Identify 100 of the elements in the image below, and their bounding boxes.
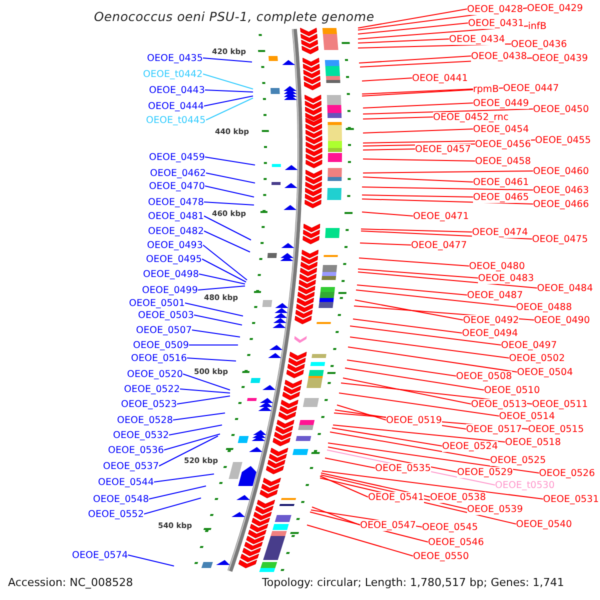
leader-line	[144, 498, 202, 514]
gene-label: OEOE_0478	[148, 196, 204, 208]
gene-label: OEOE_0463	[533, 184, 589, 196]
leader-line	[362, 198, 534, 204]
gene-label: OEOE_0540	[516, 518, 572, 530]
leader-line	[128, 554, 174, 566]
gene-label: OEOE_0474	[472, 226, 528, 238]
leader-line	[358, 56, 472, 64]
gene-label: OEOE_0465	[473, 192, 529, 202]
gene-label: OEOE_0497	[501, 340, 557, 350]
gene-label: OEOE_0511	[532, 398, 588, 410]
gene-label: OEOE_0482	[148, 226, 204, 236]
gene-label: OEOE_0504	[517, 366, 573, 378]
gene-label: OEOE_0522	[124, 384, 180, 394]
gene-label: OEOE_0428	[467, 4, 523, 14]
leader-line	[354, 300, 464, 320]
gene-label: OEOE_0501	[129, 298, 185, 308]
gene-label: OEOE_0523	[121, 398, 177, 410]
leader-line	[202, 258, 246, 282]
gene-label: OEOE_0436	[511, 38, 567, 50]
gene-label: OEOE_0494	[462, 328, 518, 338]
leader-line	[202, 244, 248, 280]
leader-line	[188, 344, 238, 346]
leader-line	[322, 470, 544, 500]
leader-line	[328, 442, 540, 474]
leader-line	[194, 314, 242, 326]
leader-line	[362, 186, 534, 190]
gene-label: OEOE_0525	[490, 454, 546, 466]
leader-line	[362, 158, 476, 162]
leader-line	[362, 128, 474, 134]
gene-label: OEOE_0539	[467, 504, 523, 514]
leader-line	[348, 346, 518, 372]
gene-label: OEOE_0507	[136, 324, 192, 336]
leader-line	[320, 476, 368, 498]
gene-label: OEOE_0518	[505, 436, 561, 448]
gene-label: OEOE_0470	[149, 180, 205, 192]
gene-label: OEOE_0487	[467, 290, 523, 300]
gene-label: OEOE_0509	[133, 340, 189, 350]
gene-label: OEOE_0520	[127, 368, 183, 380]
leader-line	[358, 22, 468, 34]
gene-label: OEOE_0429	[527, 2, 583, 14]
gene-label: OEOE_0510	[484, 384, 540, 396]
leader-line	[360, 242, 412, 246]
leader-line	[168, 424, 222, 436]
gene-label: OEOE_0493	[147, 240, 203, 250]
leader-line	[338, 392, 500, 416]
gene-label: OEOE_0431	[468, 18, 524, 28]
leader-line	[362, 116, 434, 120]
gene-label: OEOE_0460	[533, 166, 589, 176]
gene-label: OEOE_0480	[469, 260, 525, 272]
leader-line	[202, 58, 252, 62]
gene-label: OEOE_0536	[108, 444, 164, 456]
leader-line	[332, 428, 442, 446]
leader-line	[358, 258, 470, 266]
gene-label: OEOE_0439	[532, 52, 588, 64]
leader-line	[362, 148, 416, 150]
gene-label: OEOE_0492	[463, 314, 519, 326]
gene-label: OEOE_0546	[428, 536, 484, 548]
leader-line	[350, 336, 510, 358]
leader-line	[358, 268, 478, 278]
gene-label: OEOE_0574	[72, 550, 128, 560]
leader-line	[204, 230, 250, 252]
leader-line	[204, 202, 254, 206]
leader-line	[356, 284, 468, 296]
leader-line	[148, 486, 206, 500]
gene-label: OEOE_0490	[534, 314, 590, 326]
gene-label: OEOE_0517	[466, 424, 522, 434]
gene-label: OEOE_0459	[149, 152, 205, 162]
gene-label: OEOE_t0445	[146, 114, 206, 126]
leader-line	[206, 98, 254, 120]
leader-line	[350, 326, 502, 346]
gene-label: OEOE_0434	[449, 34, 505, 44]
gene-label: OEOE_0484	[537, 282, 593, 294]
gene-label: OEOE_0443	[149, 84, 205, 96]
gene-label: OEOE_0450	[533, 104, 589, 114]
gene-label: OEOE_0537	[103, 460, 159, 472]
leader-line	[312, 506, 360, 526]
gene-label: OEOE_t0442	[143, 68, 203, 80]
gene-label: OEOE_0502	[509, 352, 565, 364]
leader-line	[158, 436, 218, 466]
leader-line	[182, 374, 230, 390]
gene-label: OEOE_0516	[131, 352, 187, 364]
leader-line	[330, 432, 490, 460]
gene-label: OEOE_0444	[148, 100, 204, 112]
leader-line	[362, 88, 474, 94]
leader-line	[204, 90, 254, 92]
gene-label: OEOE_0435	[147, 52, 203, 64]
gene-label: OEOE_0532	[113, 430, 169, 440]
gene-label: OEOE_0481	[148, 210, 204, 222]
gene-label: OEOE_0535	[375, 462, 431, 474]
gene-label: OEOE_0461	[473, 176, 529, 188]
leader-line	[204, 156, 256, 166]
gene-label: OEOE_0547	[360, 520, 416, 530]
leader-line	[184, 302, 244, 316]
leader-line	[204, 186, 254, 198]
gene-label: OEOE_t0530	[495, 480, 555, 490]
leader-line	[356, 290, 516, 308]
leader-line	[346, 360, 456, 376]
gene-label: OEOE_0499	[142, 284, 198, 296]
gene-label: OEOE_0441	[412, 72, 468, 84]
